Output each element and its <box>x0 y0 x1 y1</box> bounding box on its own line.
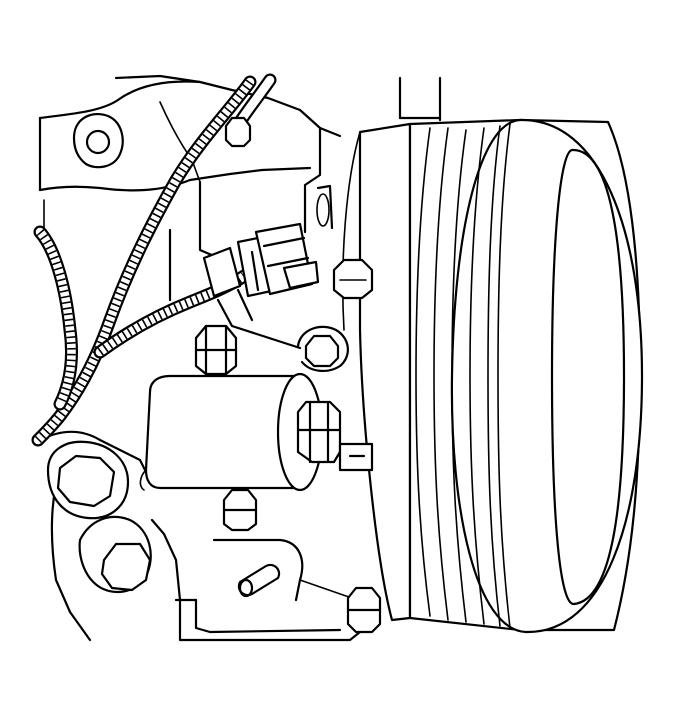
hex-bolt-icon <box>100 542 152 592</box>
engine-block <box>38 74 442 642</box>
sensor-body <box>139 372 374 492</box>
wiring-harness <box>31 73 277 447</box>
mounting-bolts <box>46 116 382 634</box>
hex-bolt-icon <box>332 258 374 300</box>
electrical-connector <box>202 222 320 350</box>
hex-bolt-icon <box>56 454 116 508</box>
hex-bolt-icon <box>304 334 340 368</box>
hex-bolt-icon <box>224 116 252 148</box>
crankshaft-balancer <box>341 118 644 634</box>
hose-fitting <box>237 563 281 598</box>
